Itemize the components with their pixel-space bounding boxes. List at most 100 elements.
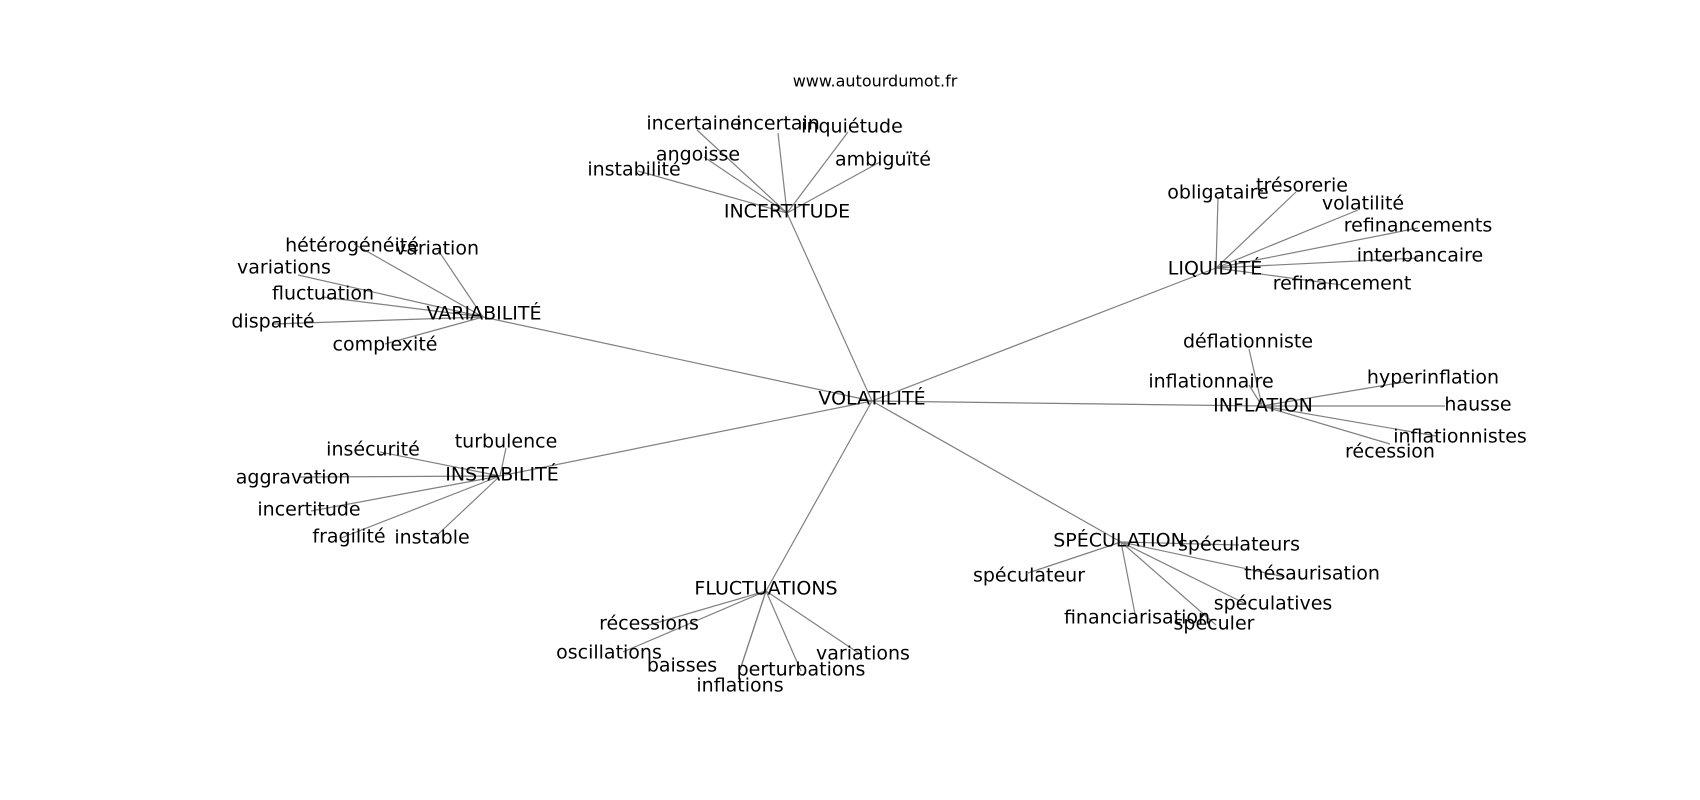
leaf-node-variabilite-heterogeneite[interactable]: hétérogénéité: [285, 235, 419, 257]
edge-instabilite-instable: [432, 475, 501, 540]
edge-inflation-recession: [1261, 405, 1391, 445]
edge-liquidite-refinancements: [1215, 227, 1419, 269]
leaf-node-liquidite-obligataire[interactable]: obligataire: [1167, 182, 1268, 204]
edge-incertitude-incertaine: [696, 129, 788, 214]
edge-center-instabilite: [499, 400, 873, 477]
leaf-node-instabilite-turbulence[interactable]: turbulence: [455, 431, 558, 453]
leaf-node-instabilite-fragilite[interactable]: fragilité: [312, 526, 385, 548]
edge-speculation-financiarisation: [1120, 541, 1137, 620]
edge-center-fluctuations: [765, 400, 873, 592]
edge-instabilite-incertitude: [310, 475, 501, 512]
leaf-node-speculation-thesaurisation[interactable]: thésaurisation: [1244, 563, 1380, 585]
leaf-node-fluctuations-perturbations[interactable]: perturbations: [737, 659, 866, 681]
watermark-text: www.autourdumot.fr: [793, 72, 958, 91]
leaf-node-variabilite-variations[interactable]: variations: [237, 257, 331, 279]
edge-incertitude-angoisse: [703, 156, 788, 214]
edge-liquidite-refinancement: [1215, 267, 1343, 286]
leaf-node-inflation-deflationniste[interactable]: déflationniste: [1183, 331, 1313, 353]
edge-incertitude-incertain: [777, 132, 788, 214]
leaf-node-variabilite-variation[interactable]: variation: [395, 238, 479, 260]
edge-instabilite-turbulence: [499, 447, 507, 477]
leaf-node-instabilite-aggravation[interactable]: aggravation: [236, 467, 351, 489]
edge-variabilite-complexite: [384, 316, 484, 345]
edge-instabilite-fragilite: [340, 475, 501, 539]
cluster-node-variabilite[interactable]: VARIABILITÉ: [426, 302, 541, 325]
edge-fluctuations-variations: [765, 590, 861, 655]
cluster-node-incertitude[interactable]: INCERTITUDE: [724, 201, 850, 223]
edge-liquidite-obligataire: [1215, 197, 1219, 269]
edge-center-incertitude: [786, 212, 873, 402]
leaf-node-fluctuations-oscillations[interactable]: oscillations: [556, 642, 662, 664]
edge-inflation-hyperinflation: [1261, 381, 1405, 407]
leaf-node-liquidite-volatilite[interactable]: volatilité: [1322, 193, 1404, 215]
leaf-node-speculation-financiarisation[interactable]: financiarisation: [1064, 607, 1210, 629]
edge-inflation-inflationnistes: [1261, 405, 1437, 437]
leaf-node-variabilite-disparite[interactable]: disparité: [231, 311, 314, 333]
edge-liquidite-tresorerie: [1215, 191, 1297, 269]
leaf-node-fluctuations-recessions[interactable]: récessions: [599, 613, 699, 635]
cluster-node-inflation[interactable]: INFLATION: [1213, 395, 1313, 417]
leaf-node-incertitude-ambiguite[interactable]: ambiguïté: [835, 149, 931, 171]
leaf-node-speculation-speculateurs[interactable]: spéculateurs: [1178, 534, 1300, 556]
edge-speculation-speculateur: [1027, 541, 1122, 574]
edge-fluctuations-inflations: [739, 590, 767, 671]
edge-variabilite-heterogeneite: [353, 243, 484, 318]
center-node[interactable]: VOLATILITÉ: [818, 387, 925, 410]
leaf-node-incertitude-incertaine[interactable]: incertaine: [646, 113, 741, 135]
edge-fluctuations-oscillations: [622, 590, 767, 653]
edge-center-inflation: [871, 400, 1263, 407]
leaf-node-inflation-inflationnistes[interactable]: inflationnistes: [1393, 426, 1527, 448]
leaf-node-speculation-speculateur[interactable]: spéculateur: [973, 565, 1085, 587]
leaf-node-incertitude-inquietude[interactable]: inquiétude: [801, 116, 903, 138]
cluster-node-fluctuations[interactable]: FLUCTUATIONS: [694, 578, 837, 600]
edge-variabilite-variation: [437, 249, 484, 318]
edge-inflation-inflationnaire: [1248, 384, 1263, 407]
leaf-node-speculation-speculatives[interactable]: spéculatives: [1214, 593, 1333, 615]
leaf-node-liquidite-refinancement[interactable]: refinancement: [1273, 273, 1412, 295]
edge-inflation-deflationniste: [1248, 348, 1263, 407]
cluster-node-liquidite[interactable]: LIQUIDITÉ: [1168, 257, 1263, 280]
leaf-node-liquidite-tresorerie[interactable]: trésorerie: [1256, 175, 1348, 197]
edge-fluctuations-recessions: [648, 590, 767, 626]
leaf-node-variabilite-fluctuation[interactable]: fluctuation: [272, 283, 374, 305]
graph-labels: www.autourdumot.fr VOLATILITÉ INCERTITUD…: [231, 72, 1526, 697]
leaf-node-fluctuations-inflations[interactable]: inflations: [696, 675, 783, 697]
edge-incertitude-instabilite: [637, 170, 788, 214]
edge-instabilite-aggravation: [299, 475, 501, 478]
edge-variabilite-variations: [297, 274, 484, 318]
edge-speculation-thesaurisation: [1120, 541, 1286, 578]
leaf-node-inflation-recession[interactable]: récession: [1345, 441, 1435, 463]
edge-incertitude-ambiguite: [786, 161, 881, 214]
leaf-node-fluctuations-variations[interactable]: variations: [816, 643, 910, 665]
leaf-node-fluctuations-baisses[interactable]: baisses: [647, 655, 717, 677]
edge-instabilite-insecurite: [379, 451, 501, 477]
leaf-node-liquidite-refinancements[interactable]: refinancements: [1344, 215, 1493, 237]
leaf-node-incertitude-instabilite[interactable]: instabilité: [587, 159, 680, 181]
edge-liquidite-volatilite: [1215, 209, 1359, 269]
leaf-node-variabilite-complexite[interactable]: complexité: [333, 334, 438, 356]
edge-center-speculation: [871, 400, 1122, 543]
leaf-node-incertitude-angoisse[interactable]: angoisse: [656, 144, 740, 166]
edge-liquidite-interbancaire: [1215, 257, 1419, 269]
cluster-node-instabilite[interactable]: INSTABILITÉ: [445, 463, 558, 486]
edge-variabilite-fluctuation: [322, 296, 484, 318]
leaf-node-instabilite-instable[interactable]: instable: [394, 527, 469, 549]
leaf-node-inflation-hyperinflation[interactable]: hyperinflation: [1367, 367, 1499, 389]
edge-speculation-speculatives: [1120, 541, 1247, 605]
leaf-node-inflation-hausse[interactable]: hausse: [1444, 394, 1511, 416]
leaf-node-incertitude-incertain[interactable]: incertain: [736, 113, 820, 135]
edge-incertitude-inquietude: [786, 131, 849, 214]
edge-center-liquidite: [871, 267, 1217, 402]
leaf-node-liquidite-interbancaire[interactable]: interbancaire: [1357, 245, 1483, 267]
edge-variabilite-disparite: [272, 316, 484, 325]
leaf-node-speculation-speculer[interactable]: spéculer: [1174, 613, 1255, 635]
leaf-node-instabilite-incertitude[interactable]: incertitude: [257, 499, 360, 521]
leaf-node-instabilite-insecurite[interactable]: insécurité: [326, 439, 420, 461]
leaf-node-inflation-inflationnaire[interactable]: inflationnaire: [1148, 371, 1273, 393]
edge-fluctuations-perturbations: [765, 590, 802, 672]
graph-edges: [272, 129, 1445, 672]
cluster-node-speculation[interactable]: SPÉCULATION: [1053, 529, 1185, 552]
edge-speculation-speculateurs: [1120, 541, 1240, 546]
edge-speculation-speculer: [1120, 541, 1217, 626]
